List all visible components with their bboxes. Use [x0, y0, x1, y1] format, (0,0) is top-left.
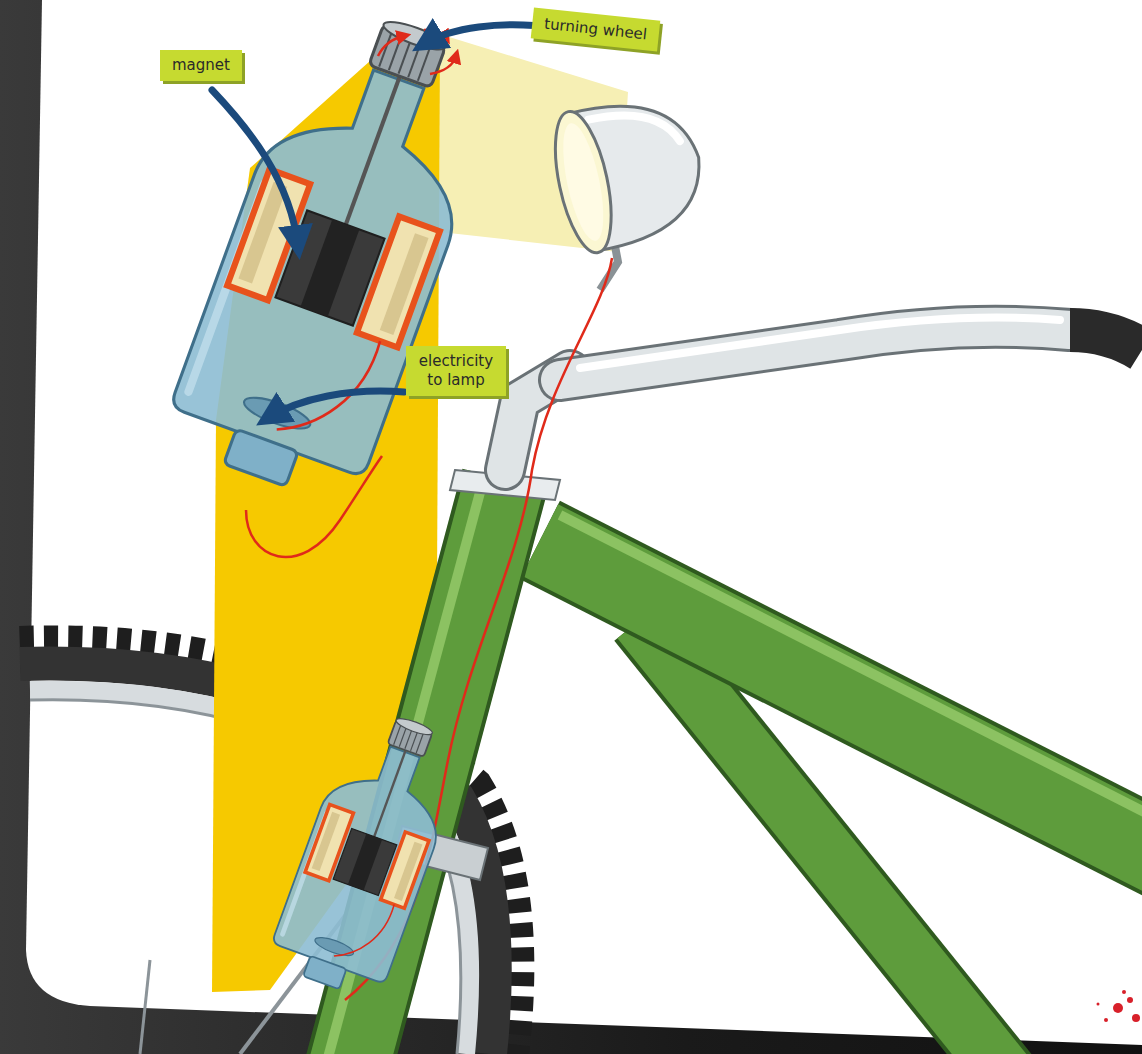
callout-text: magnet	[172, 56, 230, 75]
callout-text: turning wheel	[543, 15, 648, 45]
callout-label: electricity to lamp	[406, 346, 506, 396]
callout-label: magnet	[160, 50, 242, 81]
callout-text: electricity to lamp	[418, 352, 494, 390]
callout-label: turning wheel	[531, 7, 661, 51]
